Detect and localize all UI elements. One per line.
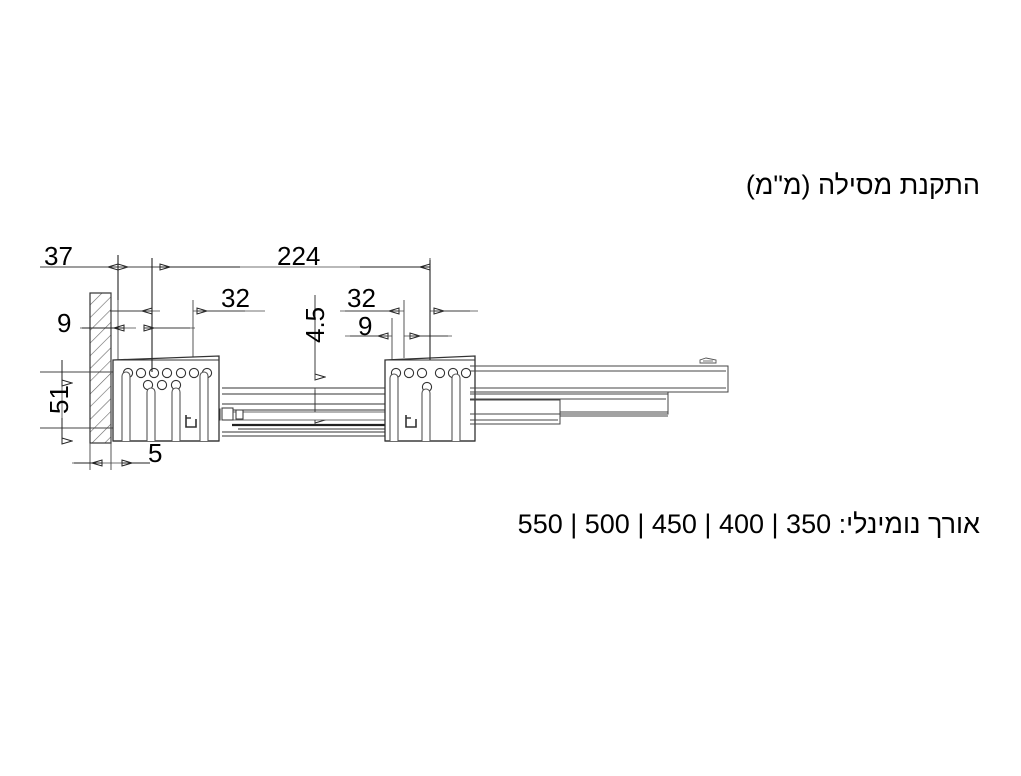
dimension-label-4-5: 4.5: [300, 306, 330, 343]
wall-section: [89, 292, 112, 444]
dimension-label-9-right: 9: [358, 311, 373, 341]
dimension-label-5: 5: [148, 438, 163, 468]
construction-lines: [117, 255, 431, 372]
dimension-label-37: 37: [44, 241, 73, 271]
dimension-label-51: 51: [44, 385, 74, 414]
rail-channel-body: [196, 387, 392, 437]
dimension-label-32-left: 32: [221, 283, 250, 313]
left-bracket: [112, 355, 220, 442]
right-bracket: [384, 355, 476, 442]
dimension-label-9-left: 9: [57, 308, 72, 338]
dimension-label-32-right: 32: [347, 283, 376, 313]
dimension-label-224: 224: [277, 241, 321, 271]
extending-rails: [470, 357, 729, 425]
page-title: התקנת מסילה (מ"מ): [745, 170, 980, 200]
nominal-length-caption: אורך נומינלי: 350 | 400 | 450 | 500 | 55…: [517, 509, 980, 539]
